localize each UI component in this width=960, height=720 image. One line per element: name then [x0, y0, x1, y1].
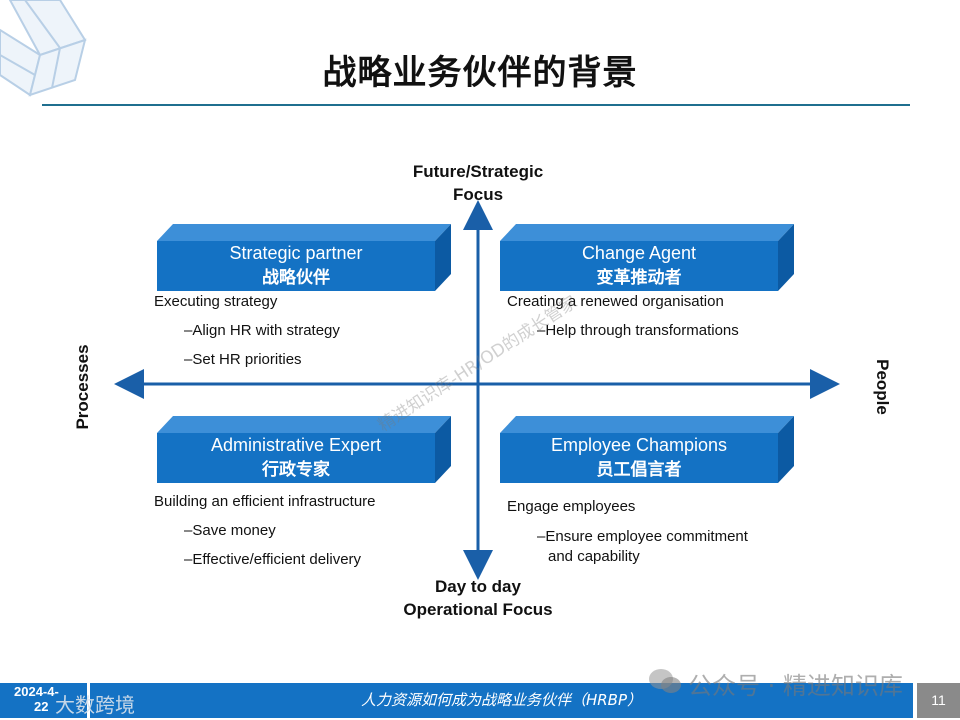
title-divider	[42, 104, 910, 106]
desc-lead: Creating a renewed organisation	[507, 293, 724, 310]
box-title-zh: 战略伙伴	[262, 268, 330, 288]
cube-decoration-icon	[0, 0, 87, 97]
axis-label-left: Processes	[73, 344, 92, 430]
footer-date-line1: 2024-4-	[14, 684, 59, 699]
footer-date: 2024-4- 22	[0, 683, 87, 718]
box-title: Strategic partner	[229, 243, 363, 263]
footer-caption: 人力资源如何成为战略业务伙伴（HRBP）	[90, 683, 913, 718]
axis-label-bottom-line1: Day to day	[435, 577, 521, 596]
page-number: 11	[917, 683, 960, 718]
axis-label-top-line1: Future/Strategic	[412, 162, 544, 181]
desc-strategic-partner: Executing strategy –Align HR with strate…	[154, 287, 340, 374]
box-title: Change Agent	[581, 243, 697, 263]
box-strategic-partner: Strategic partner 战略伙伴	[157, 224, 451, 291]
brand-watermark: 大数跨境	[55, 693, 135, 717]
box-employee-champions: Employee Champions 员工倡言者	[500, 416, 794, 483]
desc-lead: Engage employees	[507, 498, 636, 515]
axis-label-top: Future/Strategic Focus	[378, 160, 578, 206]
desc-item: –Ensure employee commitment	[537, 528, 748, 545]
box-title-zh: 员工倡言者	[596, 460, 682, 480]
desc-administrative-expert: Building an efficient infrastructure –Sa…	[154, 487, 376, 574]
box-title-zh: 行政专家	[262, 460, 330, 480]
wechat-icon	[648, 668, 682, 694]
desc-item: –Save money	[184, 522, 276, 539]
axis-label-right: People	[873, 359, 892, 415]
desc-lead: Building an efficient infrastructure	[154, 493, 376, 510]
desc-item: and capability	[548, 548, 640, 565]
axis-label-top-line2: Focus	[452, 185, 504, 204]
axis-label-bottom: Day to day Operational Focus	[378, 575, 578, 621]
wechat-watermark: 公众号 · 精进知识库	[688, 672, 903, 700]
desc-item: –Effective/efficient delivery	[184, 551, 362, 568]
axis-label-bottom-line2: Operational Focus	[403, 600, 553, 619]
footer-date-line2: 22	[34, 699, 49, 714]
desc-lead: Executing strategy	[154, 293, 278, 310]
box-title-zh: 变革推动者	[596, 268, 682, 288]
box-administrative-expert: Administrative Expert 行政专家	[157, 416, 451, 483]
box-title: Employee Champions	[550, 435, 728, 455]
box-title: Administrative Expert	[210, 435, 382, 455]
desc-item: –Align HR with strategy	[184, 322, 340, 339]
desc-item: –Help through transformations	[537, 322, 739, 339]
box-change-agent: Change Agent 变革推动者	[500, 224, 794, 291]
desc-change-agent: Creating a renewed organisation –Help th…	[507, 287, 739, 345]
desc-employee-champions: Engage employees –Ensure employee commit…	[507, 492, 748, 567]
desc-item: –Set HR priorities	[184, 351, 302, 368]
page-title: 战略业务伙伴的背景	[322, 53, 638, 93]
